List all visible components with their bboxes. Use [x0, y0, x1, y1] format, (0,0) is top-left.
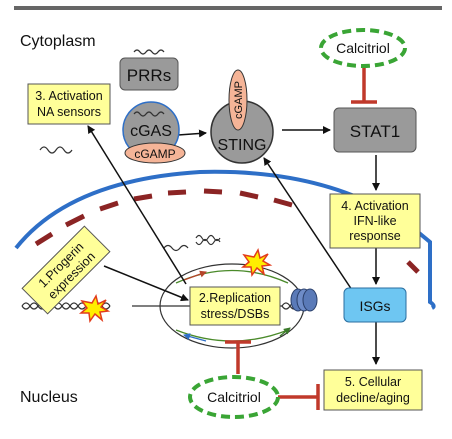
nuclear-envelope — [14, 169, 436, 310]
box-line: 2.Replication — [199, 291, 271, 305]
box-line: stress/DSBs — [201, 307, 270, 321]
calcitriol-top-node: Calcitriol — [319, 28, 407, 68]
replication-stress-box: 2.Replication stress/DSBs — [189, 286, 281, 326]
cgamp-node: cGAMP — [228, 69, 248, 131]
cgamp-node: cGAMP — [124, 142, 186, 164]
nuclear-lamina — [34, 188, 420, 274]
isgs-node: ISGs — [343, 287, 407, 323]
dna-fragment — [195, 238, 221, 246]
sting-label: STING — [218, 137, 267, 154]
calcitriol-bottom-node: Calcitriol — [188, 375, 280, 419]
arrow-progerin-to-replication — [103, 265, 189, 302]
stat1-label: STAT1 — [350, 122, 400, 141]
activation-ifn-box: 4. Activation IFN-like response — [329, 193, 421, 249]
dsb-burst-icon — [78, 294, 111, 323]
box-line: response — [349, 229, 400, 243]
cgamp-label: cGAMP — [233, 81, 245, 119]
inhibit-calcitriol-replication — [225, 340, 251, 374]
calcitriol-bottom-label: Calcitriol — [207, 389, 261, 405]
arrow-cgas-to-sting — [177, 129, 207, 138]
replication-arrow — [183, 270, 207, 281]
top-rule — [14, 6, 442, 10]
dna-fragment — [163, 244, 189, 252]
stat1-node: STAT1 — [333, 107, 417, 153]
box-line: 3. Activation — [35, 89, 102, 103]
cytoplasm-label: Cytoplasm — [20, 33, 96, 50]
box-line: IFN-like — [353, 214, 396, 228]
isgs-label: ISGs — [359, 298, 390, 314]
box-line: decline/aging — [336, 391, 410, 405]
activation-na-sensors-box: 3. Activation NA sensors — [27, 83, 111, 125]
dna-fragment — [39, 146, 73, 154]
prrs-label: PRRs — [127, 66, 171, 85]
arrow-isgs-to-sting — [263, 157, 353, 291]
inhibit-calcitriol-decline — [278, 384, 320, 410]
cellular-decline-box: 5. Cellular decline/aging — [323, 369, 423, 411]
box-line: 5. Cellular — [345, 375, 401, 389]
cgas-label: cGAS — [130, 123, 172, 140]
cgamp-label: cGAMP — [134, 147, 175, 161]
prrs-node: PRRs — [119, 49, 179, 91]
replication-arrow — [279, 327, 291, 337]
inhibit-calcitriol-stat1 — [351, 66, 377, 104]
nucleus-label: Nucleus — [20, 389, 78, 406]
dsb-burst-icon — [240, 248, 273, 277]
box-line: 4. Activation — [341, 199, 408, 213]
leading-strand — [175, 329, 289, 342]
calcitriol-top-label: Calcitriol — [336, 40, 390, 56]
arrow-replication-to-na-sensors — [87, 125, 187, 285]
box-line: NA sensors — [37, 105, 101, 119]
replication-arrow — [183, 333, 207, 342]
nucleosome-icon — [290, 288, 318, 312]
